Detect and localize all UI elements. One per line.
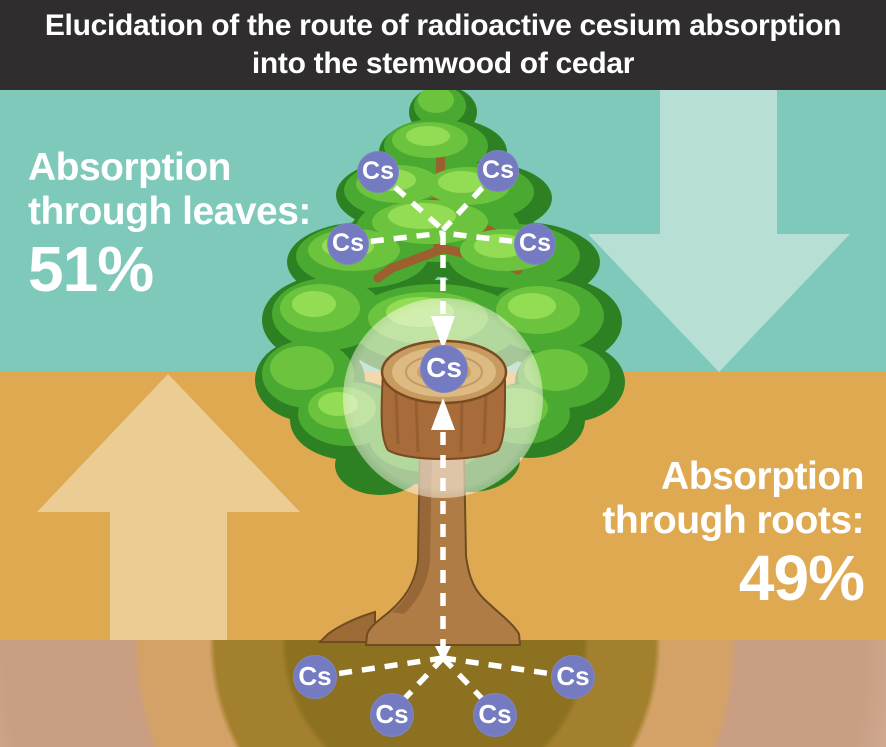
header-bar: Elucidation of the route of radioactive …: [0, 0, 886, 90]
arrow-root-spread: [435, 646, 451, 662]
cs-badge-stemwood: Cs: [420, 345, 468, 393]
cs-badge-leaf-3: Cs: [327, 223, 369, 265]
cs-badge-leaf-1: Cs: [357, 151, 399, 193]
roots-percentage-value: 49%: [738, 542, 865, 614]
leaves-absorption-label: Absorption through leaves: 51%: [28, 146, 311, 305]
cs-badge-root-1: Cs: [293, 655, 337, 699]
roots-absorption-label: Absorption through roots: 49%: [602, 455, 865, 614]
roots-label-line-1: Absorption: [661, 455, 864, 498]
cs-badge-leaf-2: Cs: [477, 150, 519, 192]
leaves-label-line-2: through leaves:: [28, 190, 311, 233]
cs-badge-root-3: Cs: [473, 693, 517, 737]
leaves-percentage-value: 51%: [28, 233, 154, 305]
arrow-into-stemwood-top: [431, 316, 455, 350]
cs-badge-root-4: Cs: [551, 655, 595, 699]
arrow-into-stemwood-bottom: [431, 398, 455, 430]
title-line-2: into the stemwood of cedar: [251, 47, 635, 80]
cs-badge-leaf-4: Cs: [514, 223, 556, 265]
small-white-arrows: [431, 316, 455, 662]
roots-label-line-2: through roots:: [602, 499, 864, 542]
cs-badge-root-2: Cs: [370, 693, 414, 737]
leaves-label-line-1: Absorption: [28, 146, 231, 189]
title-line-1: Elucidation of the route of radioactive …: [44, 9, 842, 42]
dashed-flow-lines: [314, 169, 574, 714]
